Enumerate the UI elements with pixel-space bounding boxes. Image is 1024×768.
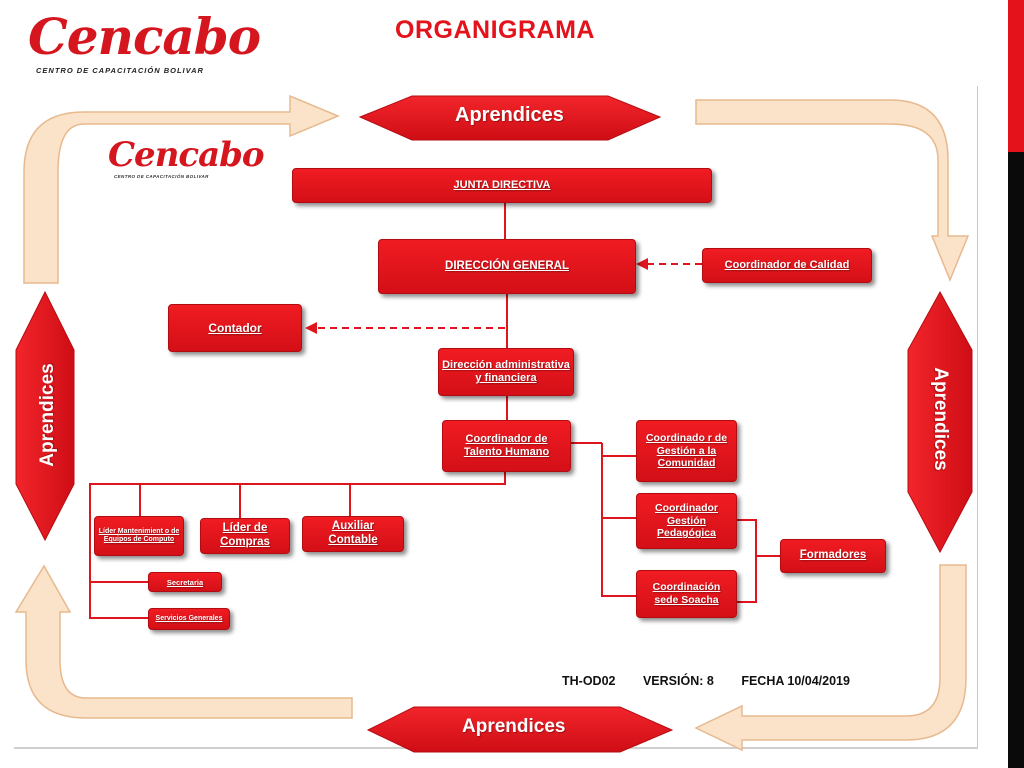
node-lider-compras: Líder de Compras [200, 518, 290, 554]
node-secretaria: Secretaria [148, 572, 222, 592]
frame-border-right [977, 86, 978, 748]
document-version: VERSIÓN: 8 [642, 674, 714, 688]
banner-top-shape [358, 95, 662, 141]
document-date: FECHA 10/04/2019 [741, 674, 850, 688]
logo-tagline: CENTRO DE CAPACITACIÓN BOLIVAR [36, 66, 204, 75]
node-formadores: Formadores [780, 539, 886, 573]
slide-edge-accent-red [1008, 0, 1024, 152]
node-junta-directiva: JUNTA DIRECTIVA [292, 168, 712, 203]
banner-right-shape [907, 290, 973, 554]
node-lider-mantenimiento: Líder Mantenimient o de Equipos de Compu… [94, 516, 184, 556]
node-coordinacion-sede-soacha: Coordinación sede Soacha [636, 570, 737, 618]
node-coordinador-talento-humano: Coordinador de Talento Humano [442, 420, 571, 472]
node-coordinador-gestion-comunidad: Coordinado r de Gestión a la Comunidad [636, 420, 737, 482]
document-code: TH-OD02 [562, 674, 616, 688]
banner-left-shape [15, 290, 75, 542]
logo-wordmark: Cencabo [108, 135, 265, 175]
logo-tagline: CENTRO DE CAPACITACIÓN BOLIVAR [114, 174, 209, 179]
slide-edge-accent-black [1008, 152, 1024, 768]
banner-bottom-label: Aprendices [462, 716, 566, 737]
node-contador: Contador [168, 304, 302, 352]
dashed-arrowheads [305, 258, 648, 334]
cycle-arrow-top-left [23, 94, 340, 284]
node-coordinador-gestion-pedagogica: Coordinador Gestión Pedagógica [636, 493, 737, 549]
node-auxiliar-contable: Auxiliar Contable [302, 516, 404, 552]
slide-title: ORGANIGRAMA [395, 16, 595, 44]
banner-top-label: Aprendices [455, 104, 564, 126]
cycle-arrow-bottom-right [694, 564, 967, 752]
node-direccion-administrativa: Dirección administrativa y financiera [438, 348, 574, 396]
cycle-arrow-bottom-left [14, 564, 353, 719]
dashed-connectors [316, 263, 702, 329]
banner-bottom-shape [366, 706, 674, 753]
cencabo-logo-inner: Cencabo CENTRO DE CAPACITACIÓN BOLIVAR [108, 135, 265, 186]
cycle-arrow-top-right [695, 99, 970, 282]
banner-left-label: Aprendices [37, 363, 58, 467]
connector-lines [89, 203, 780, 619]
node-direccion-general: DIRECCIÓN GENERAL [378, 239, 636, 294]
node-coordinador-calidad: Coordinador de Calidad [702, 248, 872, 283]
node-servicios-generales: Servicios Generales [148, 608, 230, 630]
banner-right-label: Aprendices [930, 367, 951, 471]
document-footer: TH-OD02 VERSIÓN: 8 FECHA 10/04/2019 [562, 674, 882, 688]
